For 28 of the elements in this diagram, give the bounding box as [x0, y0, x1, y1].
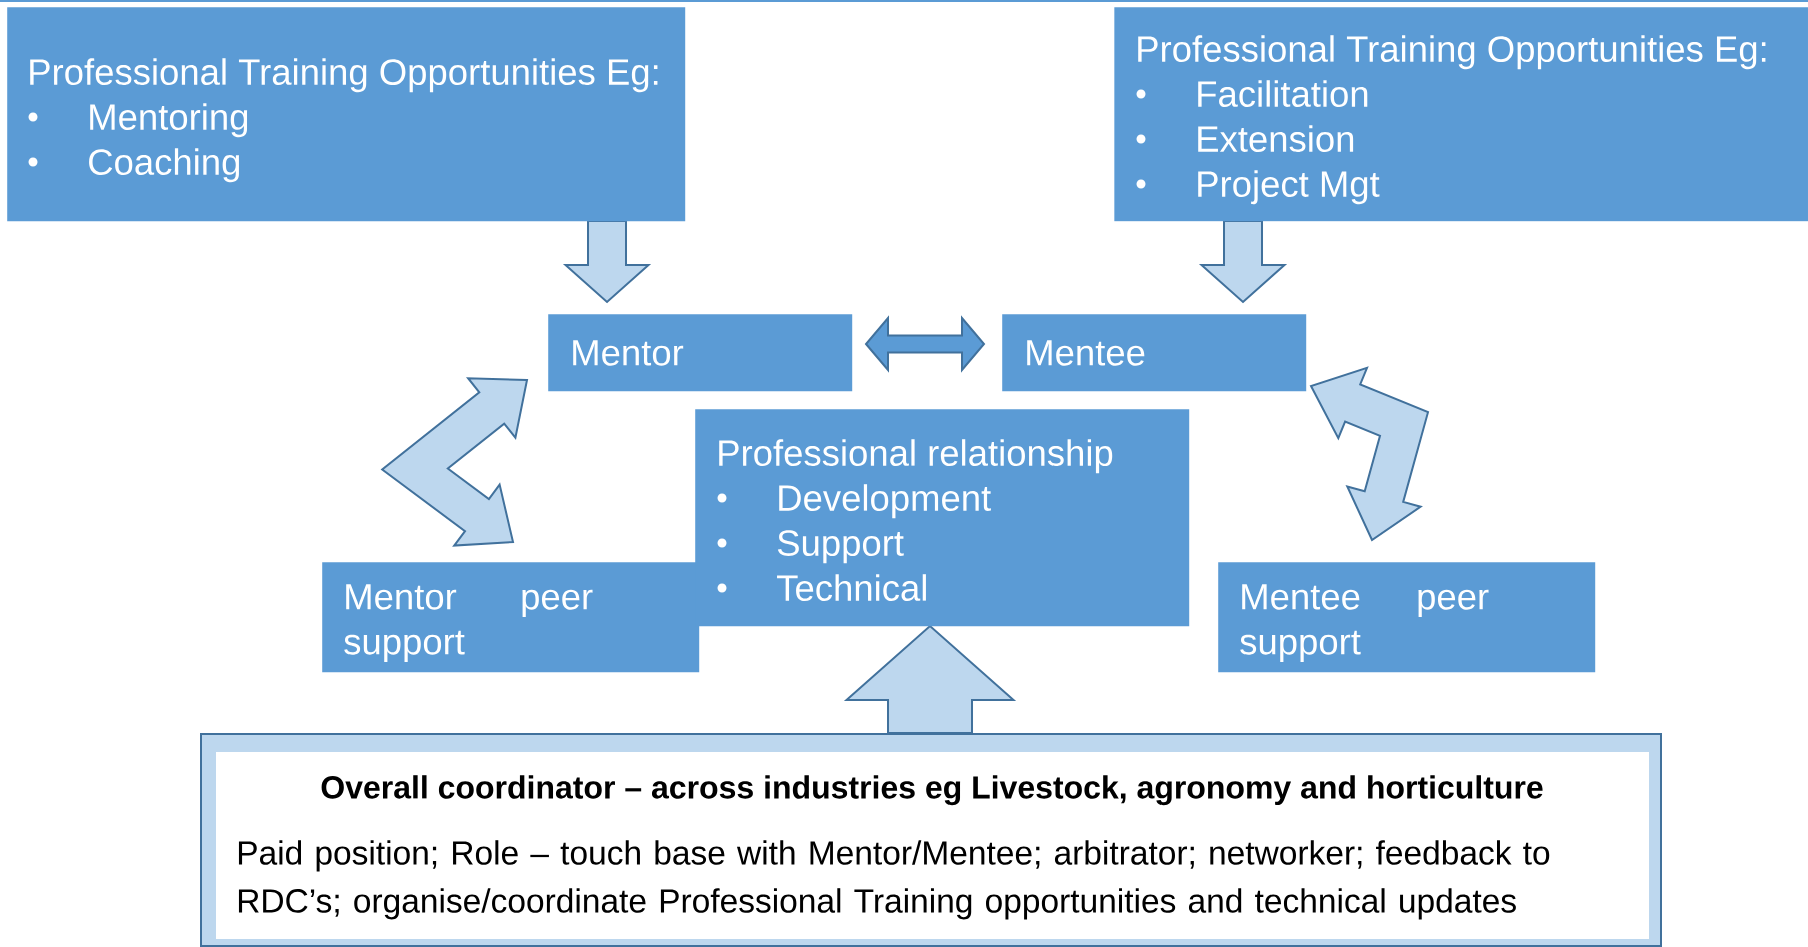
role-box	[548, 314, 853, 392]
peer-support-box	[322, 562, 700, 673]
box-heading: Professional relationship	[719, 439, 1113, 474]
training-box	[7, 7, 686, 222]
block-arrow	[1198, 220, 1288, 304]
coordinator-heading: Overall coordinator – across industries eg Livestock, agronomy and horticulture	[321, 775, 1543, 806]
relationship-box	[695, 409, 1190, 627]
block-arrow	[843, 624, 1017, 734]
bullet-item: Technical	[777, 574, 926, 601]
role-box	[1002, 314, 1307, 392]
bullet-item: Coaching	[89, 148, 240, 183]
bullet-item: Development	[779, 484, 991, 519]
coordinator-note: Paid position; Role – touch base with Mentor/Mentee; arbitrator; networker; feedback to RDC’s; organise/coordinate Professional Training opportunities and technical updates	[238, 840, 1550, 920]
bullet-item: Facilitation	[1198, 80, 1368, 107]
bullet-item: Project Mgt	[1198, 170, 1380, 205]
box-label: Mentee	[1027, 340, 1145, 366]
peer-support-box	[1218, 562, 1596, 673]
box-label: Mentor	[573, 340, 684, 366]
bullet-item: Extension	[1198, 125, 1354, 152]
coordinator-band	[200, 733, 1662, 947]
block-arrow	[562, 220, 652, 304]
bullet-item: Mentoring	[90, 103, 248, 138]
box-heading: Professional Training Opportunities Eg:	[1138, 35, 1766, 70]
bullet-item: Support	[777, 530, 904, 564]
box-label: Mentor peer support	[344, 584, 593, 662]
box-heading: Professional Training Opportunities Eg:	[30, 58, 658, 93]
box-label: Mentee peer support	[1240, 584, 1489, 662]
training-box	[1114, 7, 1808, 222]
